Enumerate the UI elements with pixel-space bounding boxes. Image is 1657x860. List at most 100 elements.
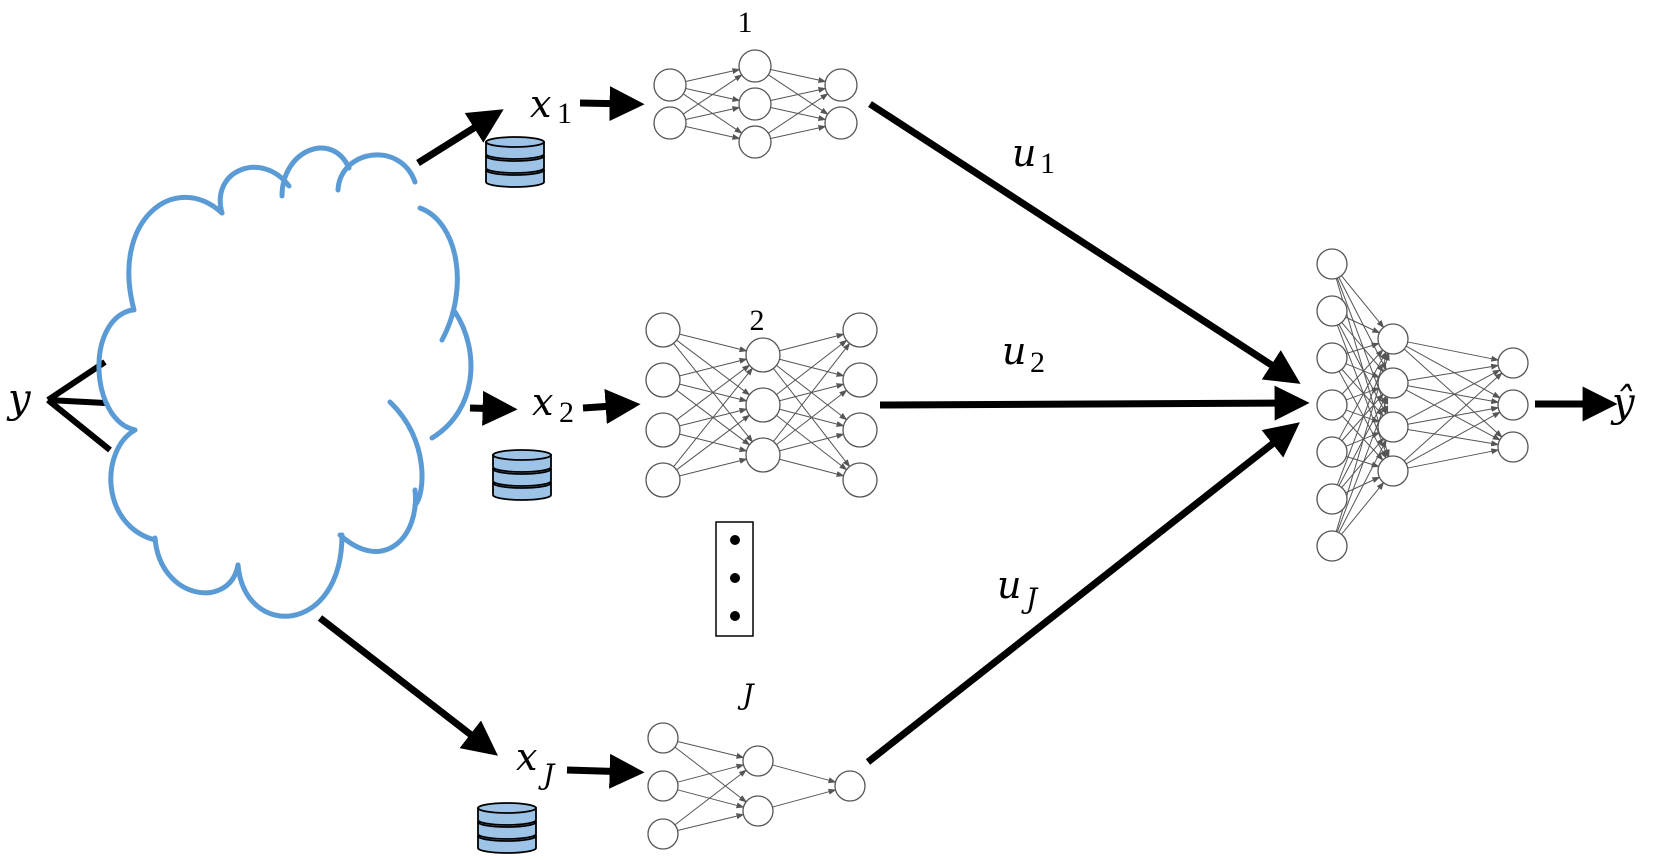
network-node	[1316, 248, 1348, 280]
svg-text:1: 1	[557, 97, 572, 130]
network-edge	[1407, 341, 1500, 362]
arrow-cloud-to-x1	[416, 109, 504, 166]
svg-text:2: 2	[1030, 346, 1045, 379]
network-edge	[1341, 368, 1384, 417]
network-edge	[1341, 349, 1384, 395]
network-2	[645, 312, 878, 498]
svg-text:J: J	[538, 758, 556, 791]
svg-text:x: x	[532, 380, 553, 424]
network-edge	[676, 364, 751, 421]
svg-text:x: x	[530, 82, 551, 126]
network-edge	[677, 763, 745, 783]
network-edge	[770, 87, 827, 102]
network-edge	[685, 106, 741, 120]
network-J	[647, 722, 866, 850]
network-node	[1316, 389, 1348, 421]
network-node	[653, 106, 687, 140]
network-edge	[773, 342, 851, 442]
svg-text:J: J	[1021, 582, 1039, 615]
network-edge	[779, 333, 845, 352]
network-edge	[1345, 316, 1381, 334]
output-label-yhat: ŷ	[1610, 380, 1636, 426]
network-edge	[768, 93, 829, 134]
network-node	[647, 770, 679, 802]
arrow-cloud-to-xJ	[317, 615, 498, 756]
network-node	[824, 106, 858, 140]
network-edge	[1403, 372, 1503, 462]
network-edge	[1341, 415, 1384, 461]
arrow-x2-to-net2	[582, 389, 641, 424]
arrow-xJ-to-netJ	[566, 753, 645, 789]
network-edge	[1338, 439, 1387, 533]
network-edge	[1407, 448, 1500, 469]
database-icon	[485, 136, 545, 188]
network-edge	[674, 769, 747, 826]
network-node	[1497, 431, 1529, 463]
network-node	[745, 337, 781, 373]
network-edge	[1407, 428, 1500, 447]
network-edge	[1341, 393, 1384, 442]
network-edge	[673, 367, 754, 468]
svg-text:1: 1	[1040, 147, 1055, 180]
network-edge	[776, 389, 848, 445]
network-edge	[674, 746, 747, 803]
network-edge	[677, 741, 745, 759]
network-node	[1497, 389, 1529, 421]
network-edge	[1346, 342, 1380, 355]
network-node	[653, 68, 687, 102]
network-node	[1316, 295, 1348, 327]
network-edge	[1407, 385, 1500, 404]
network-edge	[685, 126, 741, 140]
label-uJ: u J	[997, 563, 1039, 615]
network-edge	[679, 357, 748, 377]
network-node	[742, 745, 774, 777]
svg-text:u: u	[1002, 329, 1026, 373]
cloud-shape	[96, 145, 474, 619]
network-edge	[679, 457, 748, 477]
network-edge	[776, 339, 848, 395]
network-1	[653, 49, 858, 159]
network-edge	[1407, 363, 1500, 382]
svg-text:u: u	[1012, 131, 1036, 175]
database-icon	[477, 802, 537, 854]
svg-text:u: u	[997, 563, 1021, 607]
network-edge	[779, 433, 845, 452]
network-node	[1497, 347, 1529, 379]
label-u2: u 2	[1002, 329, 1045, 379]
network-1-title: 1	[738, 6, 753, 39]
network-edge	[779, 458, 845, 477]
network-node	[1316, 483, 1348, 515]
network-node	[842, 312, 878, 348]
network-node	[842, 462, 878, 498]
network-node	[1316, 436, 1348, 468]
arrow-x1-to-net1	[579, 86, 645, 122]
network-edge	[1338, 351, 1387, 440]
network-node	[647, 722, 679, 754]
network-node	[1377, 411, 1409, 443]
svg-text:2: 2	[559, 396, 574, 429]
network-edge	[1407, 406, 1500, 425]
network-edge	[1341, 275, 1385, 329]
network-edge	[1345, 476, 1381, 494]
network-node	[1377, 455, 1409, 487]
network-node	[1377, 323, 1409, 355]
network-edge	[1336, 352, 1389, 486]
network-edge	[772, 764, 837, 784]
network-edge	[770, 68, 827, 83]
network-edge	[677, 813, 745, 831]
network-node	[738, 125, 772, 159]
network-edge	[676, 414, 751, 471]
arrow-cloud-to-x2	[469, 390, 518, 426]
label-u1: u 1	[1012, 131, 1055, 180]
label-x2: x 2	[532, 380, 574, 429]
network-J-title: J	[737, 678, 755, 711]
network-edge	[1341, 437, 1384, 488]
arrow-net1-to-fusion	[868, 101, 1301, 384]
network-node	[742, 795, 774, 827]
network-edge	[679, 333, 748, 353]
input-split-lines	[46, 359, 112, 453]
network-node	[647, 818, 679, 850]
network-node	[738, 87, 772, 121]
network-node	[842, 362, 878, 398]
